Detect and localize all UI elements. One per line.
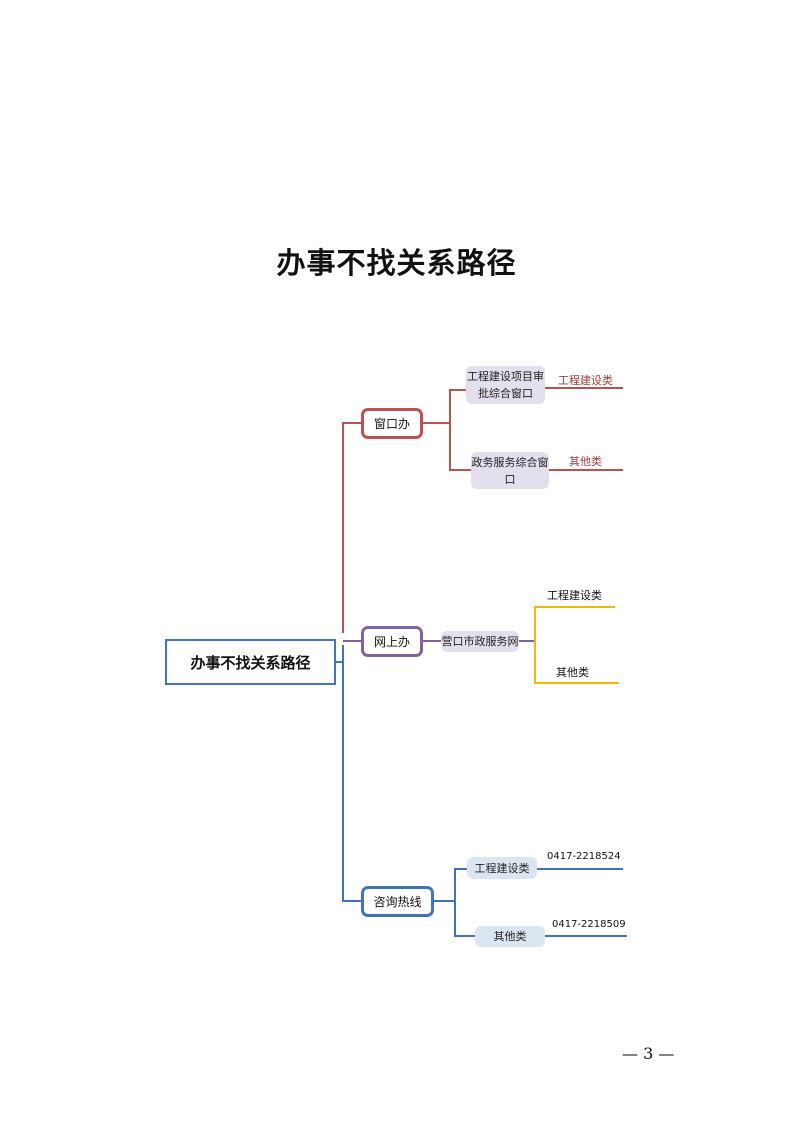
page-number: — 3 —	[622, 1044, 675, 1063]
yingkou-service-site-node: 营口市政服务网	[441, 631, 519, 652]
hotline-construction-phone: 0417-2218524	[547, 851, 621, 862]
project-approval-window-node: 工程建设项目审批综合窗口	[466, 366, 545, 404]
hotline-node: 咨询热线	[361, 886, 434, 917]
window-node: 窗口办	[361, 408, 423, 439]
window-tag-construction: 工程建设类	[558, 374, 613, 387]
hotline-other-node: 其他类	[475, 926, 545, 947]
root-node: 办事不找关系路径	[165, 639, 336, 685]
hotline-other-phone: 0417-2218509	[552, 919, 626, 930]
gov-service-window-node: 政务服务综合窗口	[471, 452, 549, 489]
window-tag-other: 其他类	[569, 455, 602, 468]
page-title: 办事不找关系路径	[276, 246, 517, 280]
online-tag-construction: 工程建设类	[547, 589, 602, 602]
online-tag-other: 其他类	[556, 666, 589, 679]
online-node: 网上办	[361, 626, 423, 657]
hotline-construction-node: 工程建设类	[467, 857, 537, 879]
